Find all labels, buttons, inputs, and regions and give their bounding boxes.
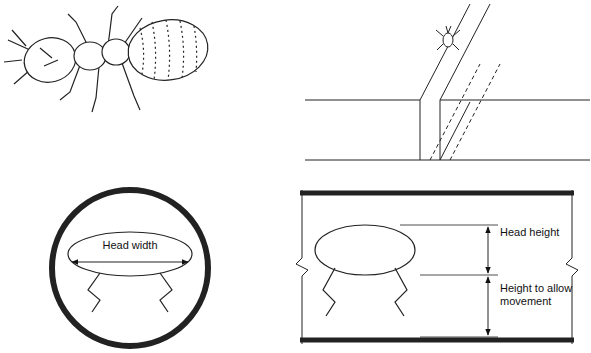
tunnel-cross-section	[52, 190, 208, 346]
wood-slot-drawing	[305, 4, 590, 160]
dimension-label: Height to allow movement	[500, 282, 586, 308]
termite-drawing	[4, 6, 212, 112]
tunnel-side-view	[296, 190, 578, 344]
dimension-label: Head width	[67, 239, 193, 252]
ellipse-outline	[67, 231, 193, 277]
dimension-label: Head height	[500, 226, 570, 239]
head-ellipse: Head width	[67, 231, 193, 277]
